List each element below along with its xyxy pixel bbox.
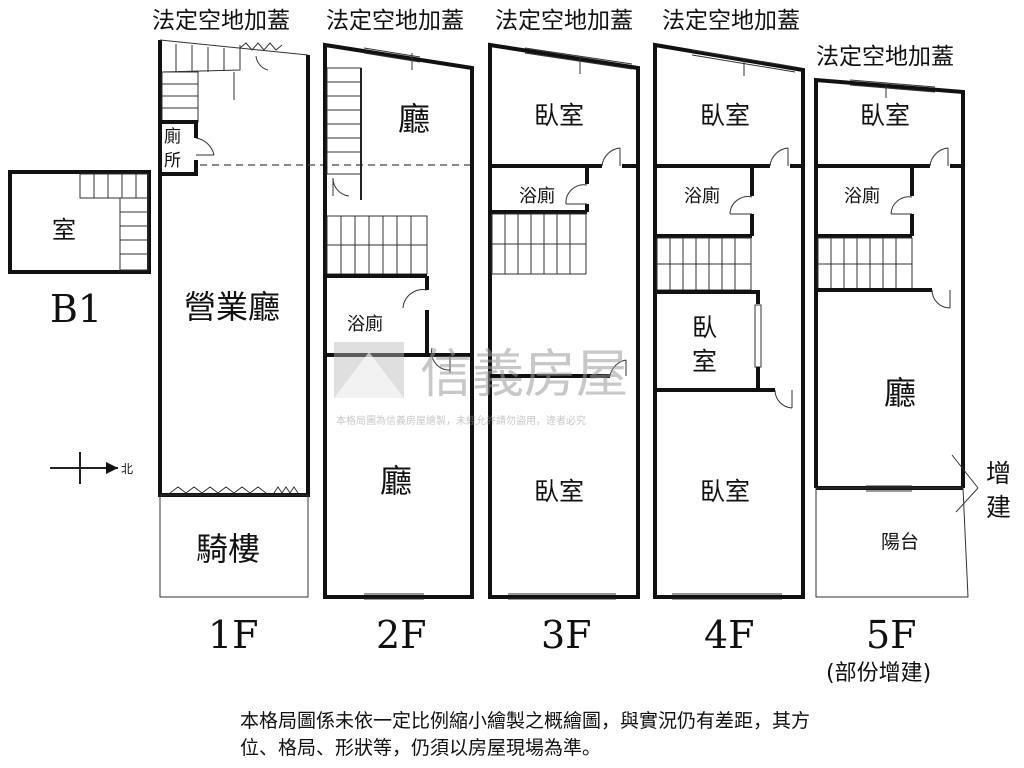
4f-floor-label: 4F: [704, 613, 755, 657]
1f-bathroom-label-bottom: 所: [164, 151, 181, 171]
watermark: 信義房屋 本格局圖為信義房屋繪製，未經允許請勿盜用，違者必究: [334, 342, 628, 427]
3f-bottom-bedroom-label: 臥室: [534, 477, 584, 506]
5f-addition-label-top: 增: [986, 459, 1011, 488]
5f-addition-label-bottom: 建: [986, 493, 1011, 522]
north-label: 北: [121, 462, 133, 476]
1f-arcade-label: 騎樓: [196, 530, 260, 568]
watermark-notice: 本格局圖為信義房屋繪製，未經允許請勿盜用，違者必究: [336, 414, 586, 427]
legal-open-space-label-2: 法定空地加蓋: [326, 8, 464, 34]
5f-floor-label: 5F: [866, 613, 917, 657]
plan-4f: 臥室 浴廁 臥 室 臥室 4F: [653, 42, 805, 657]
4f-top-bedroom-label: 臥室: [700, 101, 750, 130]
plan-5f: 臥室 浴廁 廳 陽台 增 建 5F: [814, 77, 1011, 686]
3f-top-bedroom-label: 臥室: [534, 101, 584, 130]
b1-floor-label: B1: [50, 287, 102, 331]
2f-bathroom-label: 浴廁: [347, 313, 383, 335]
5f-balcony-label: 陽台: [881, 531, 919, 553]
2f-floor-label: 2F: [376, 613, 427, 657]
plan-3f: 臥室 浴廁 臥室 3F: [488, 42, 640, 657]
5f-hall-label: 廳: [884, 374, 916, 412]
plan-2f: 廳 浴廁 廳 2F: [323, 42, 474, 657]
4f-mid-bedroom-label-top: 臥: [692, 313, 717, 342]
3f-floor-label: 3F: [541, 613, 592, 657]
legal-open-space-label-1: 法定空地加蓋: [152, 8, 290, 34]
4f-bathroom-label: 浴廁: [684, 185, 720, 207]
1f-bathroom-label-top: 廁: [164, 126, 181, 147]
4f-mid-bedroom-label-bottom: 室: [692, 347, 717, 376]
b1-room-label: 室: [52, 216, 76, 244]
legal-open-space-label-5: 法定空地加蓋: [816, 44, 954, 70]
4f-bottom-bedroom-label: 臥室: [700, 477, 750, 506]
legal-open-space-label-3: 法定空地加蓋: [495, 8, 633, 34]
5f-bathroom-label: 浴廁: [844, 185, 880, 207]
5f-top-bedroom-label: 臥室: [860, 101, 910, 130]
legal-open-space-label-4: 法定空地加蓋: [662, 8, 800, 34]
plan-1f: 廁 所 營業廳 騎樓 1F: [158, 39, 470, 657]
north-arrow: 北: [50, 452, 133, 484]
1f-main-hall-label: 營業廳: [184, 288, 280, 326]
3f-bathroom-label: 浴廁: [519, 185, 555, 207]
1f-floor-label: 1F: [208, 613, 259, 657]
watermark-brand: 信義房屋: [420, 345, 628, 405]
plan-b1: 室 B1: [8, 170, 151, 331]
5f-partial-addition-note: (部份增建): [826, 661, 931, 686]
2f-top-hall-label: 廳: [398, 100, 430, 138]
disclaimer-note: 本格局圖係未依一定比例縮小繪製之概繪圖，與實況仍有差距，其方位、格局、形狀等，仍…: [240, 710, 811, 759]
2f-bottom-hall-label: 廳: [380, 462, 412, 500]
